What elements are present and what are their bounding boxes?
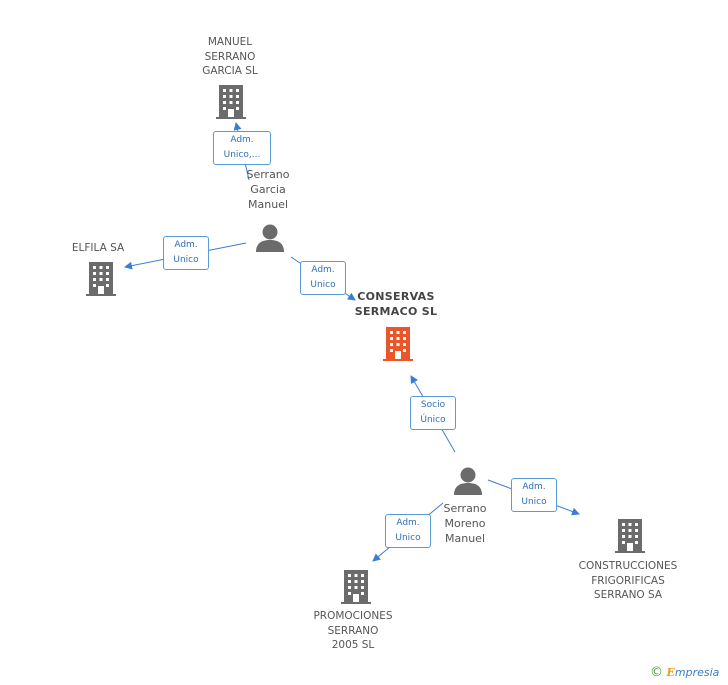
node-label-promociones-serrano-2005-sl[interactable]: PROMOCIONES SERRANO 2005 SL [313, 610, 393, 651]
building-icon[interactable] [383, 327, 413, 361]
empresia-logo-initial: E [666, 666, 675, 679]
person-icon[interactable] [255, 223, 285, 253]
building-icon[interactable] [86, 262, 116, 296]
node-label-elfila-sa[interactable]: ELFILA SA [71, 242, 125, 254]
edge-label-adm-unico-construcciones[interactable]: Adm. Unico [511, 478, 557, 512]
node-label-manuel-serrano-garcia-sl[interactable]: MANUEL SERRANO GARCIA SL [202, 36, 258, 77]
empresia-watermark: © Empresia [650, 665, 719, 680]
node-label-serrano-garcia-manuel[interactable]: Serrano Garcia Manuel [246, 168, 290, 211]
building-icon[interactable] [216, 85, 246, 119]
building-icon[interactable] [341, 570, 371, 604]
edge-label-adm-unico-elfila[interactable]: Adm. Unico [163, 236, 209, 270]
node-label-construcciones-frigorificas-serrano-sa[interactable]: CONSTRUCCIONES FRIGORIFICAS SERRANO SA [578, 560, 678, 601]
edge-label-adm-unico-conservas[interactable]: Adm. Unico [300, 261, 346, 295]
copyright-symbol: © [650, 665, 663, 680]
building-icon[interactable] [615, 519, 645, 553]
edge-label-adm-unico-manuel-serrano[interactable]: Adm. Unico,... [213, 131, 271, 165]
node-label-serrano-moreno-manuel[interactable]: Serrano Moreno Manuel [443, 502, 487, 545]
edge-label-adm-unico-promociones[interactable]: Adm. Unico [385, 514, 431, 548]
edge-label-socio-unico-conservas[interactable]: Socio Único [410, 396, 456, 430]
node-label-conservas-sermaco-sl[interactable]: CONSERVAS SERMACO SL [354, 290, 438, 318]
person-icon[interactable] [453, 466, 483, 496]
empresia-logo-text: mpresia [674, 666, 720, 679]
